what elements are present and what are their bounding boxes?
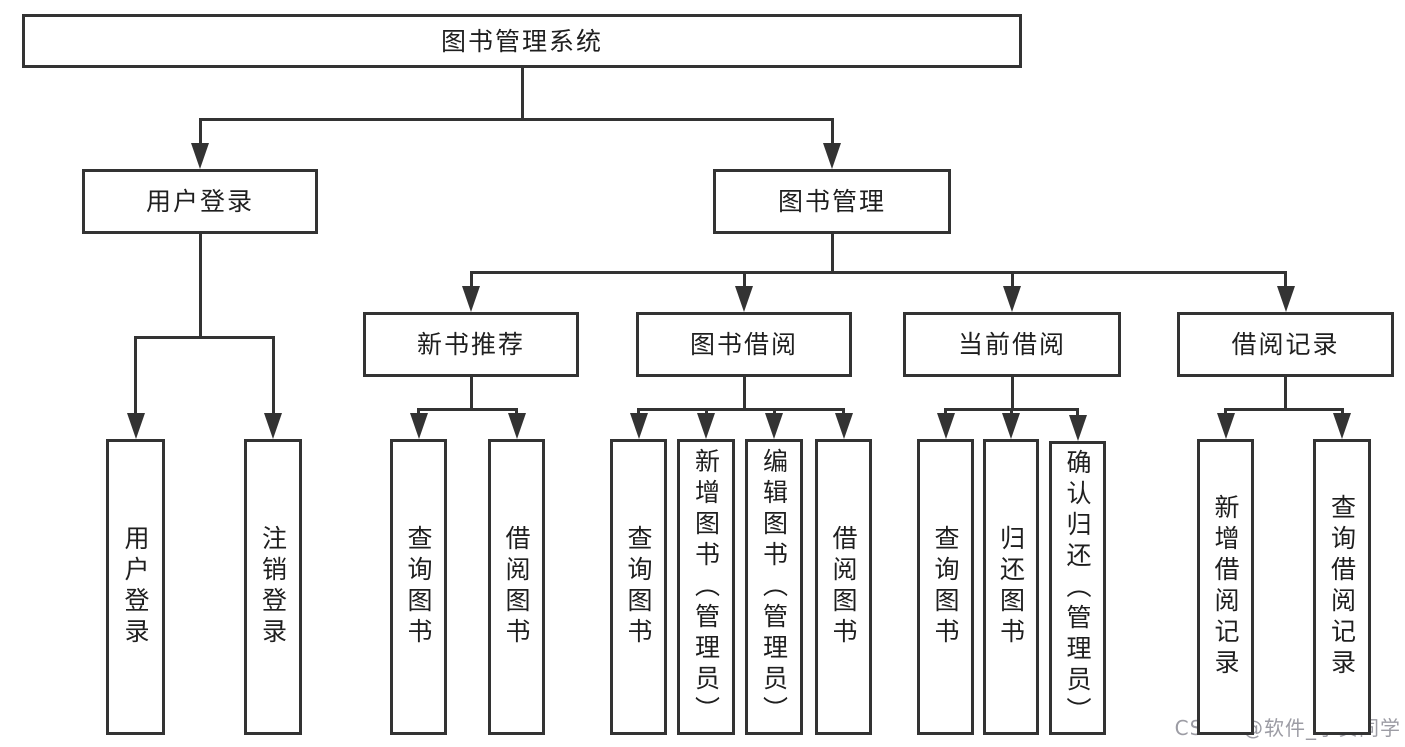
node-label: 图书借阅 — [689, 330, 798, 359]
connector-line — [637, 408, 640, 414]
node-user-login: 用户登录 — [82, 169, 318, 234]
connector-line — [1224, 408, 1227, 414]
connector-line — [1010, 376, 1014, 411]
connector-line — [637, 408, 845, 411]
node-label: 查询图书 — [404, 525, 433, 649]
node-bb-borrow-book: 借阅图书 — [815, 439, 872, 735]
arrowhead-down-icon — [126, 413, 145, 439]
node-bb-edit-book: 编辑图书（管理员） — [745, 439, 803, 735]
connector-line — [198, 118, 834, 121]
node-label: 查询借阅记录 — [1327, 494, 1357, 680]
connector-line — [271, 336, 275, 414]
node-bb-query-book: 查询图书 — [610, 439, 667, 735]
node-label: 新增借阅记录 — [1211, 494, 1240, 680]
connector-line — [944, 408, 947, 414]
node-br-query-record: 查询借阅记录 — [1313, 439, 1371, 735]
node-cb-query-book: 查询图书 — [917, 439, 974, 735]
node-label: 查询图书 — [624, 525, 653, 649]
connector-line — [842, 408, 845, 414]
arrowhead-down-icon — [834, 413, 853, 439]
node-book-mgmt: 图书管理 — [713, 169, 951, 234]
node-br-add-record: 新增借阅记录 — [1197, 439, 1254, 735]
connector-line — [134, 336, 275, 339]
node-label: 图书管理 — [777, 187, 886, 216]
node-label: 用户登录 — [121, 525, 150, 649]
connector-line — [704, 408, 708, 414]
arrowhead-down-icon — [1216, 413, 1235, 439]
arrowhead-down-icon — [1276, 286, 1295, 312]
arrowhead-down-icon — [765, 413, 783, 439]
node-label: 当前借阅 — [957, 330, 1066, 359]
arrowhead-down-icon — [697, 413, 715, 439]
node-login: 用户登录 — [106, 439, 165, 735]
connector-line — [469, 271, 1287, 274]
node-label: 借阅记录 — [1231, 330, 1340, 359]
arrowhead-down-icon — [462, 286, 480, 312]
node-nbr-borrow-book: 借阅图书 — [488, 439, 545, 735]
node-label: 用户登录 — [145, 187, 254, 216]
connector-line — [417, 408, 518, 411]
connector-line — [1009, 408, 1013, 414]
connector-line — [1340, 408, 1344, 414]
arrowhead-down-icon — [191, 143, 209, 169]
connector-line — [830, 233, 834, 274]
arrowhead-down-icon — [409, 413, 428, 439]
connector-line — [742, 271, 746, 287]
node-label: 查询图书 — [931, 525, 960, 649]
arrowhead-down-icon — [823, 143, 841, 169]
node-nbr-query-book: 查询图书 — [390, 439, 447, 735]
connector-line — [1224, 408, 1344, 411]
connector-line — [1076, 408, 1079, 416]
connector-line — [134, 336, 137, 414]
connector-line — [830, 118, 834, 144]
connector-line — [469, 271, 473, 287]
connector-line — [772, 408, 776, 414]
node-cb-return-book: 归还图书 — [983, 439, 1039, 735]
connector-line — [742, 376, 746, 411]
node-new-book-rec: 新书推荐 — [363, 312, 579, 377]
connector-line — [1284, 271, 1287, 287]
arrowhead-down-icon — [629, 413, 648, 439]
connector-line — [1284, 376, 1287, 411]
node-borrow-records: 借阅记录 — [1177, 312, 1394, 377]
node-label: 借阅图书 — [502, 525, 531, 649]
node-label: 注销登录 — [258, 525, 288, 649]
node-label: 编辑图书（管理员） — [759, 447, 789, 727]
node-current-borrow: 当前借阅 — [903, 312, 1121, 377]
node-logout: 注销登录 — [244, 439, 302, 735]
connector-line — [1010, 271, 1014, 287]
connector-line — [469, 376, 473, 411]
arrowhead-down-icon — [1068, 415, 1087, 441]
arrowhead-down-icon — [936, 413, 955, 439]
node-label: 新增图书（管理员） — [691, 447, 721, 727]
arrowhead-down-icon — [1333, 413, 1351, 439]
arrowhead-down-icon — [1002, 413, 1020, 439]
arrowhead-down-icon — [264, 413, 282, 439]
node-label: 确认归还（管理员） — [1063, 448, 1092, 728]
arrowhead-down-icon — [1003, 286, 1021, 312]
connector-line — [198, 233, 202, 339]
node-root: 图书管理系统 — [22, 14, 1022, 68]
arrowhead-down-icon — [735, 286, 753, 312]
node-bb-add-book: 新增图书（管理员） — [677, 439, 735, 735]
node-book-borrow: 图书借阅 — [636, 312, 852, 377]
connector-line — [520, 67, 524, 121]
node-label: 图书管理系统 — [440, 26, 603, 56]
connector-line — [417, 408, 420, 414]
connector-line — [515, 408, 518, 414]
arrowhead-down-icon — [507, 413, 526, 439]
node-label: 新书推荐 — [416, 330, 525, 359]
node-cb-confirm-return: 确认归还（管理员） — [1049, 441, 1106, 735]
node-label: 归还图书 — [996, 525, 1026, 649]
connector-line — [198, 118, 202, 144]
node-label: 借阅图书 — [829, 525, 858, 649]
